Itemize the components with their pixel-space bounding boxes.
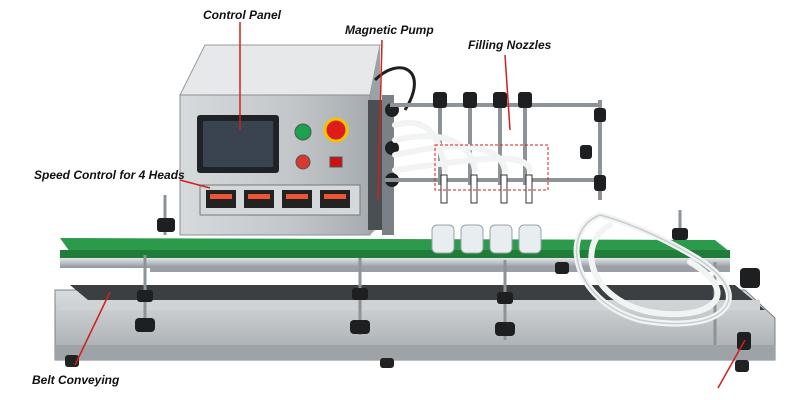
green-conveyor-belt bbox=[60, 238, 730, 272]
control-cabinet bbox=[179, 44, 381, 236]
nozzle-highlight-box bbox=[434, 144, 549, 191]
green-start-button-icon bbox=[294, 123, 312, 141]
label-filling-nozzles: Filling Nozzles bbox=[468, 38, 552, 52]
label-magnetic-pump: Magnetic Pump bbox=[345, 23, 434, 37]
tubing-outline bbox=[575, 214, 730, 325]
red-emergency-stop-icon bbox=[323, 117, 349, 143]
label-control-panel: Control Panel bbox=[203, 8, 282, 22]
label-speed-control: Speed Control for 4 Heads bbox=[34, 168, 185, 182]
filling-nozzles-set bbox=[440, 174, 533, 204]
nozzle-clamps bbox=[433, 92, 606, 191]
black-clamp-knobs bbox=[135, 218, 760, 350]
label-belt-conveying: Belt Conveying bbox=[32, 373, 120, 387]
speed-controllers bbox=[199, 184, 361, 216]
leader-lines bbox=[74, 22, 746, 389]
bottles bbox=[431, 224, 542, 254]
conveyor-base bbox=[54, 285, 776, 372]
